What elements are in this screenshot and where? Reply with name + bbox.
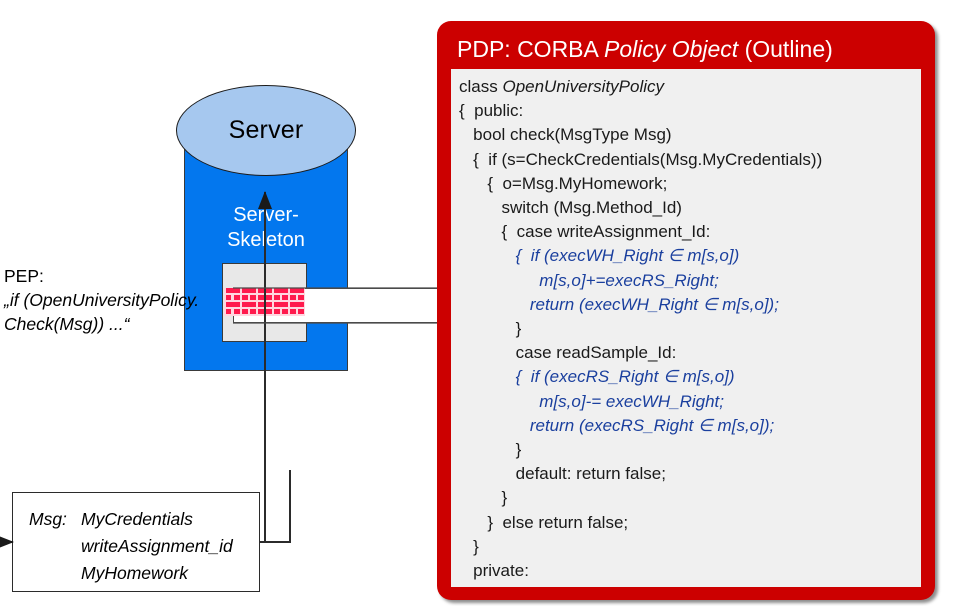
code-line: { if (execRS_Right ∈ m[s,o]) [459,367,735,387]
pep-quote-line1: „if (OpenUniversityPolicy. [4,290,200,310]
code-line: { if (execWH_Right ∈ m[s,o]) [459,246,740,266]
code-line: } [459,536,479,556]
server-label: Server [228,116,304,144]
server-cylinder-cap: Server [176,85,356,176]
code-line: switch (Msg.Method_Id) [459,198,682,218]
pdp-code-block: class OpenUniversityPolicy{ public: bool… [451,69,921,587]
code-line: } [459,319,522,339]
pdp-title: PDP: CORBA Policy Object (Outline) [457,36,833,63]
message-field-0: MyCredentials [81,509,193,529]
pep-heading: PEP: [4,266,44,286]
code-line: m[s,o]+=execRS_Right; [459,270,719,290]
code-line: { case writeAssignment_Id: [459,222,711,242]
code-line: bool check(MsgType Msg) [459,125,672,145]
code-line: } [459,488,508,508]
code-line: { if (s=CheckCredentials(Msg.MyCredentia… [459,149,823,169]
code-keyword: class [459,77,503,96]
code-line: private: [459,561,529,581]
pdp-title-prefix: PDP: CORBA [457,36,604,62]
code-line: m[s,o]-= execWH_Right; [459,391,724,411]
pdp-panel: PDP: CORBA Policy Object (Outline) class… [437,21,935,600]
message-field-2: MyHomework [81,563,188,583]
message-label: Msg: [29,509,67,529]
code-line: } else return false; [459,512,629,532]
pep-caption: PEP: „if (OpenUniversityPolicy. Check(Ms… [4,264,234,336]
message-field-1: writeAssignment_id [81,536,233,556]
message-box: Msg: MyCredentials writeAssignment_id MyH… [12,492,260,592]
pdp-title-suffix: (Outline) [738,36,833,62]
message-box-content: Msg: MyCredentials writeAssignment_id MyH… [29,506,233,587]
message-row-1: writeAssignment_id [29,533,233,560]
code-line: } [459,440,522,460]
code-line: { public: [459,101,524,121]
message-return-path [260,470,291,543]
message-row-0: Msg: MyCredentials [29,506,233,533]
code-line: case readSample_Id: [459,343,677,363]
message-row-2: MyHomework [29,560,233,587]
pep-quote-line2: Check(Msg)) ...“ [4,314,130,334]
code-line: return (execRS_Right ∈ m[s,o]); [459,415,775,435]
code-line: { o=Msg.MyHomework; [459,173,668,193]
code-line: return (execWH_Right ∈ m[s,o]); [459,294,779,314]
pdp-title-italic: Policy Object [603,36,739,62]
code-line: default: return false; [459,464,666,484]
code-line: rightsetType m[SubjectType,ObjectType]; [459,583,913,587]
code-line: class OpenUniversityPolicy [459,75,913,99]
code-identifier: OpenUniversityPolicy [502,77,665,96]
